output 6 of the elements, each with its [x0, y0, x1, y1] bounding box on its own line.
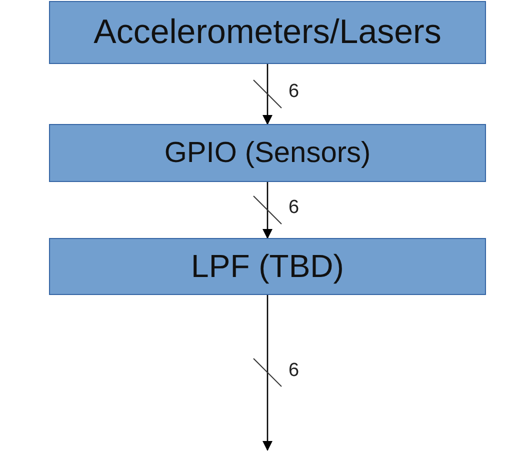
process-box: [49, 1, 486, 64]
box-label: GPIO (Sensors): [164, 136, 371, 170]
process-box: [49, 238, 486, 295]
box-label: LPF (TBD): [191, 248, 344, 285]
box-label: Accelerometers/Lasers: [94, 13, 442, 52]
process-box: [49, 124, 486, 182]
